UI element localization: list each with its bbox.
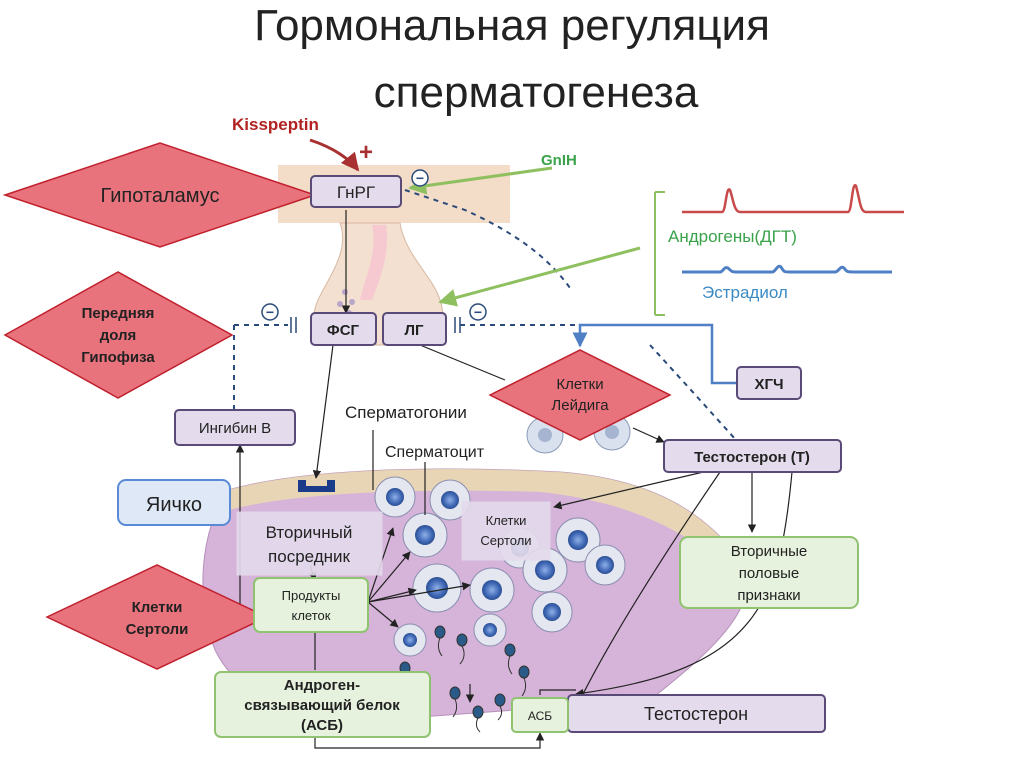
abp-box: Андроген- связывающий белок (АСБ) (214, 671, 431, 738)
title-line-1: Гормональная регуляция (254, 1, 770, 50)
anterior-pituitary-diamond: Передняя доля Гипофиза (3, 271, 234, 399)
testosterone-box: Тестостерон (567, 694, 826, 733)
gnih-arrow (408, 166, 553, 195)
inhibin-b-box: Ингибин В (174, 409, 296, 446)
cell (374, 476, 416, 518)
secondary-sex-traits-line-1: Вторичные (731, 543, 808, 560)
sertoli-cells-diamond: Клетки Сертоли (45, 564, 269, 670)
cell (393, 623, 427, 657)
sertoli-cells-inner-box: Клетки Сертоли (461, 501, 551, 561)
spermatocyte-label: Сперматоцит (385, 444, 485, 461)
testis-box: Яичко (117, 479, 231, 526)
cell-products-line-1: Продукты (282, 588, 341, 603)
testis-label: Яичко (146, 494, 202, 516)
fsh-receptor (298, 480, 335, 492)
leydig-label-line-2: Лейдига (551, 397, 609, 414)
sertoli-inner-line-1: Клетки (486, 513, 527, 528)
cell-products-line-2: клеток (292, 608, 331, 623)
cell (429, 479, 471, 521)
gnrh-box: ГнРГ (310, 175, 402, 208)
minus-sign: − (266, 304, 274, 320)
hypothalamus-diamond: Гипоталамус (2, 142, 318, 248)
gnrh-label: ГнРГ (337, 183, 375, 202)
cell (531, 591, 573, 633)
lh-label: ЛГ (404, 322, 424, 339)
inhibin-b-label: Ингибин В (199, 420, 271, 437)
androgen-feedback-arrow (438, 246, 641, 307)
testosterone-t-box: Тестостерон (Т) (663, 439, 842, 473)
hcg-line (572, 323, 737, 385)
connectors (235, 210, 793, 749)
secondary-messenger-box: Вторичный посредник (236, 511, 383, 576)
hcg-box: ХГЧ (736, 366, 802, 400)
sertoli-label-line-1: Клетки (132, 599, 183, 616)
abp-line-2: связывающий белок (244, 697, 400, 714)
lh-box: ЛГ (382, 312, 447, 346)
hormone-level-waves (653, 184, 904, 316)
fsh-label: ФСГ (327, 322, 360, 339)
minus-sign: − (474, 304, 482, 320)
feedback-lines (233, 189, 746, 451)
cell (555, 517, 601, 563)
abp-short-label: АСБ (528, 709, 552, 723)
minus-sign: − (416, 170, 424, 186)
estradiol-label: Эстрадиол (702, 283, 788, 302)
hcg-label: ХГЧ (754, 376, 783, 393)
cell (402, 512, 448, 558)
androgen-wave (682, 184, 904, 214)
leydig-label-line-1: Клетки (556, 376, 603, 393)
testosterone-t-label: Тестостерон (Т) (694, 449, 810, 466)
abp-line-3: (АСБ) (301, 717, 343, 734)
inhibit-marker-gnrh: − (411, 169, 429, 187)
leydig-cells-diamond: Клетки Лейдига (488, 349, 672, 441)
androgens-dht-label: Андрогены(ДГТ) (668, 227, 797, 246)
spermatogonia-label: Сперматогонии (345, 403, 467, 422)
secondary-sex-traits-box: Вторичные половые признаки (679, 536, 859, 609)
kisspeptin-plus: + (359, 139, 373, 166)
secondary-messenger-line-2: посредник (268, 547, 350, 566)
secondary-sex-traits-line-2: половые (739, 565, 800, 582)
sertoli-inner-line-2: Сертоли (480, 533, 531, 548)
cell (412, 563, 462, 613)
cell (473, 613, 507, 647)
inhibit-marker-fsh: − (261, 303, 297, 333)
kisspeptin-label: Kisspeptin (232, 115, 319, 134)
inhibit-marker-lh: − (454, 303, 487, 333)
estradiol-wave (682, 264, 892, 274)
anterior-pituitary-line-1: Передняя (82, 305, 155, 322)
sertoli-label-line-2: Сертоли (126, 621, 189, 638)
cell (584, 544, 626, 586)
title-line-2: сперматогенеза (374, 68, 699, 117)
sperm-cells (399, 625, 530, 733)
secondary-messenger-line-1: Вторичный (266, 523, 353, 542)
cell (469, 567, 515, 613)
anterior-pituitary-line-2: доля (100, 327, 137, 344)
testosterone-label: Тестостерон (644, 704, 748, 724)
gnih-label: GnIH (541, 152, 577, 169)
secondary-sex-traits-line-3: признаки (737, 587, 800, 604)
anterior-pituitary-line-3: Гипофиза (81, 349, 155, 366)
kisspeptin-arrow (309, 138, 360, 172)
abp-short-box: АСБ (511, 697, 569, 733)
fsh-box: ФСГ (310, 312, 377, 346)
cell-products-box: Продукты клеток (253, 577, 369, 633)
abp-line-1: Андроген- (284, 677, 360, 694)
hypothalamus-label: Гипоталамус (101, 185, 220, 207)
